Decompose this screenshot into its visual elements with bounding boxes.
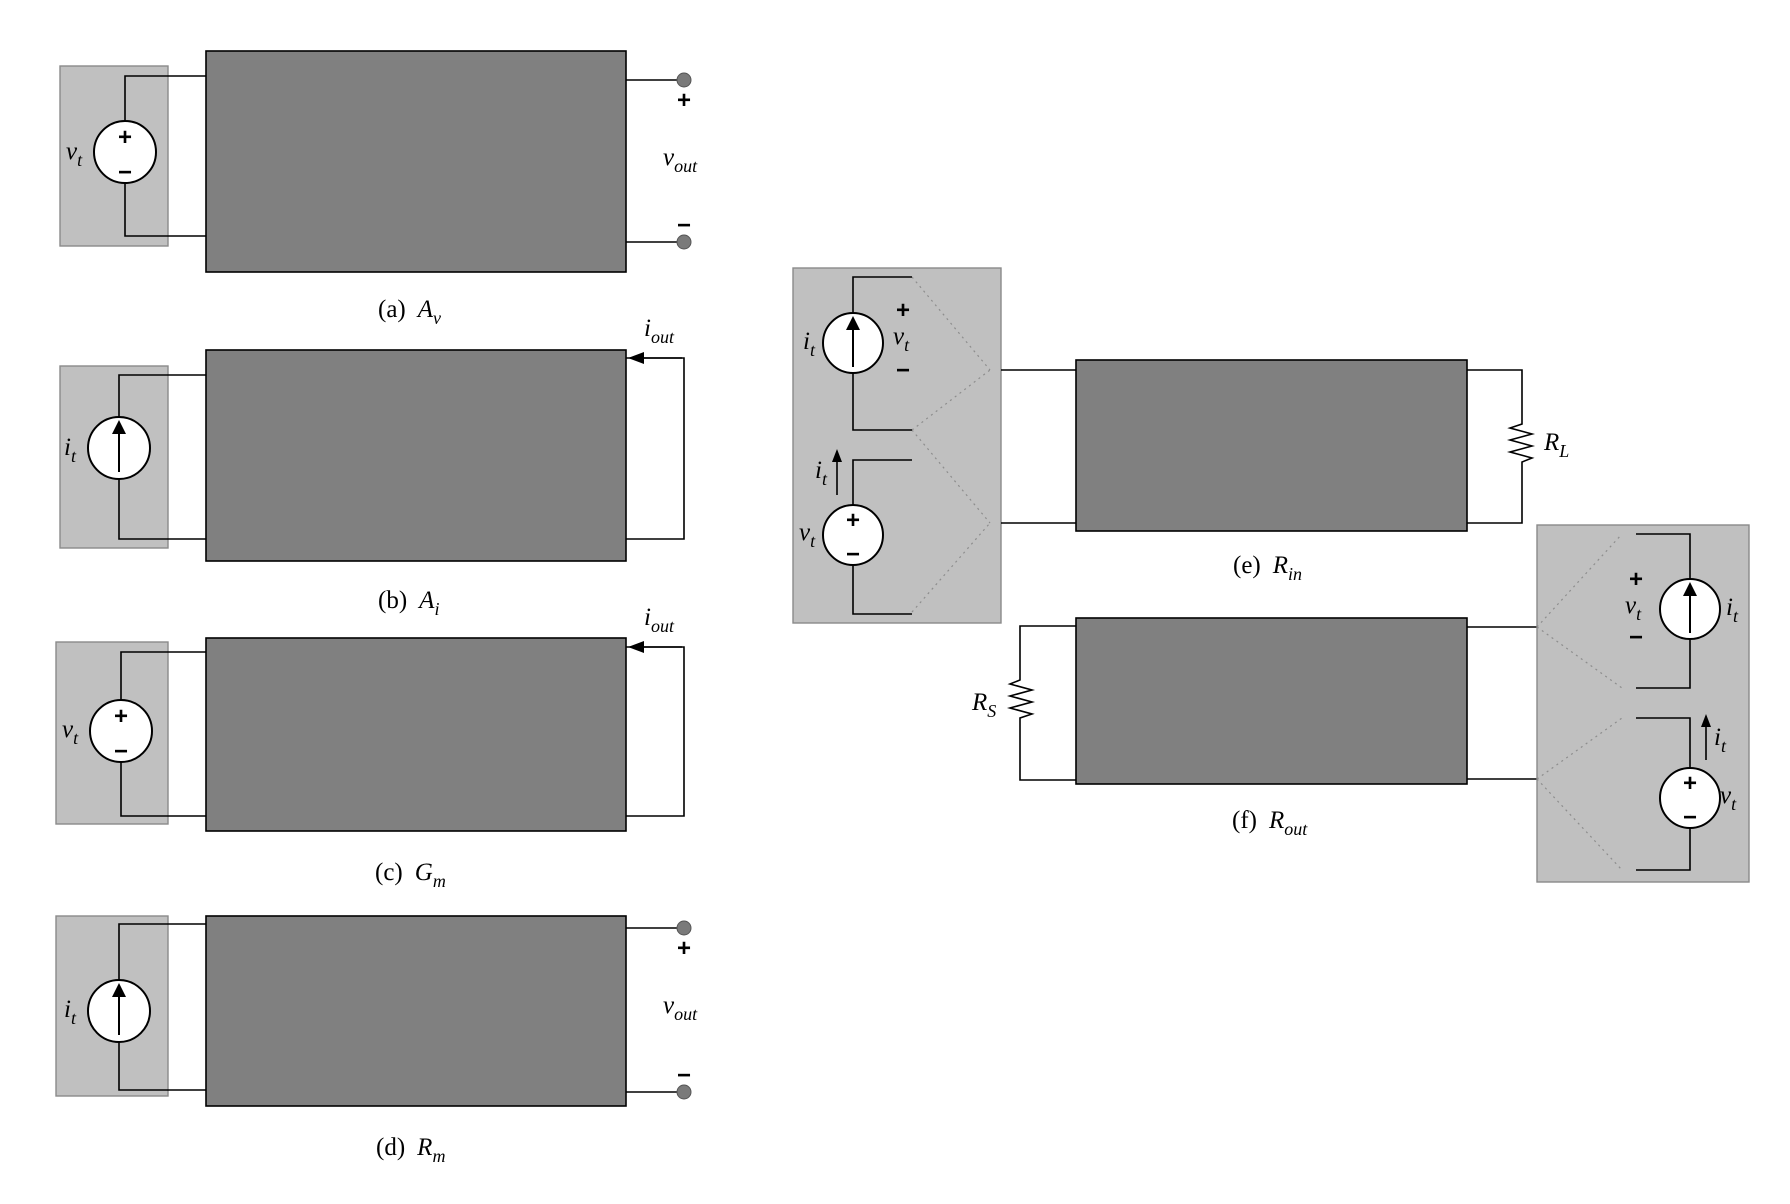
caption: (a)Av <box>378 296 441 328</box>
current-source-wire <box>1636 533 1691 689</box>
source-plus-sign: + <box>846 507 860 534</box>
amplifier-block <box>1075 359 1468 532</box>
up-arrow-icon <box>846 316 860 330</box>
voltage-source-label: vt <box>799 519 816 551</box>
output-label: iout <box>644 315 675 347</box>
output-terminal-plus <box>676 72 692 88</box>
input-wire <box>118 374 206 540</box>
output-wires <box>626 79 684 243</box>
output-terminal-plus <box>676 920 692 936</box>
up-arrow-icon <box>1701 714 1711 727</box>
minus-sign: − <box>896 357 910 384</box>
voltage-source-icon <box>822 504 884 566</box>
voltage-measure-label: vt <box>893 323 910 355</box>
output-plus-sign: + <box>677 87 691 114</box>
amplifier-block <box>205 50 627 273</box>
voltage-source-label: vt <box>1720 782 1737 814</box>
diagram-c-transconductance: + − vt iout (c)Gm <box>55 604 685 891</box>
left-arrow-icon <box>628 641 644 653</box>
load-resistor <box>1467 369 1536 524</box>
output-terminal-minus <box>676 234 692 250</box>
diagram-f-output-resistance: RS it + vt − + − it vt (f)Rout <box>971 524 1750 883</box>
caption: (f)Rout <box>1232 807 1308 839</box>
source-minus-sign: − <box>846 541 860 568</box>
output-terminal-minus <box>676 1084 692 1100</box>
source-plus-sign: + <box>114 703 128 730</box>
source-resistor-label: RS <box>971 689 996 721</box>
source-label: vt <box>62 716 79 748</box>
output-label: vout <box>663 992 698 1024</box>
output-minus-sign: − <box>677 212 691 239</box>
current-source-wire <box>852 276 912 431</box>
output-plus-sign: + <box>677 935 691 962</box>
source-plus-sign: + <box>118 124 132 151</box>
source-minus-sign: − <box>118 159 132 186</box>
input-wires <box>1001 369 1076 524</box>
amplifier-block <box>205 637 627 832</box>
output-short-wire <box>626 646 685 817</box>
output-short-wire <box>626 357 685 540</box>
diagram-a-voltage-gain: + − vt + − vout (a)Av <box>59 50 698 328</box>
input-wire <box>118 923 206 1091</box>
diagram-e-input-resistance: it + vt − + − it vt RL (e)Rin <box>792 267 1569 624</box>
current-source-label: it <box>1726 594 1739 626</box>
up-arrow-icon <box>1683 582 1697 596</box>
plus-sign: + <box>1629 566 1643 593</box>
amplifier-block <box>205 349 627 562</box>
voltage-source-wire <box>852 459 912 615</box>
diagram-b-current-gain: it iout (b)Ai <box>59 315 685 619</box>
voltage-source-icon <box>1659 767 1721 829</box>
amplifier-block <box>205 915 627 1107</box>
input-wire <box>120 651 206 817</box>
voltage-measure-label: vt <box>1625 592 1642 624</box>
amplifier-block <box>1075 617 1468 785</box>
source-label: it <box>64 434 77 466</box>
caption: (c)Gm <box>375 859 446 891</box>
source-minus-sign: − <box>114 738 128 765</box>
output-minus-sign: − <box>677 1062 691 1089</box>
output-wires <box>626 927 684 1093</box>
source-resistor <box>1006 625 1076 781</box>
input-wire <box>124 75 206 237</box>
up-arrow-icon <box>832 449 842 462</box>
source-minus-sign: − <box>1683 804 1697 831</box>
load-label: RL <box>1543 429 1569 461</box>
caption: (d)Rm <box>376 1134 445 1166</box>
plus-sign: + <box>896 297 910 324</box>
output-wires <box>1467 626 1537 780</box>
source-plus-sign: + <box>1683 770 1697 797</box>
caption: (b)Ai <box>378 587 439 619</box>
dotted-connection-lines <box>911 276 991 613</box>
source-label: vt <box>66 138 83 170</box>
left-arrow-icon <box>628 352 644 364</box>
up-arrow-icon <box>112 420 126 434</box>
current-source-label: it <box>803 328 816 360</box>
output-label: vout <box>663 144 698 176</box>
current-measure-label: it <box>1714 724 1727 756</box>
minus-sign: − <box>1629 624 1643 651</box>
voltage-source-icon <box>93 120 157 184</box>
up-arrow-icon <box>112 983 126 997</box>
output-label: iout <box>644 604 675 636</box>
voltage-source-wire <box>1636 717 1691 871</box>
test-source-box <box>1536 524 1750 883</box>
current-measure-label: it <box>815 457 828 489</box>
voltage-source-icon <box>89 699 153 763</box>
caption: (e)Rin <box>1233 552 1302 584</box>
source-label: it <box>64 996 77 1028</box>
diagram-d-transresistance: it + − vout (d)Rm <box>55 915 698 1166</box>
